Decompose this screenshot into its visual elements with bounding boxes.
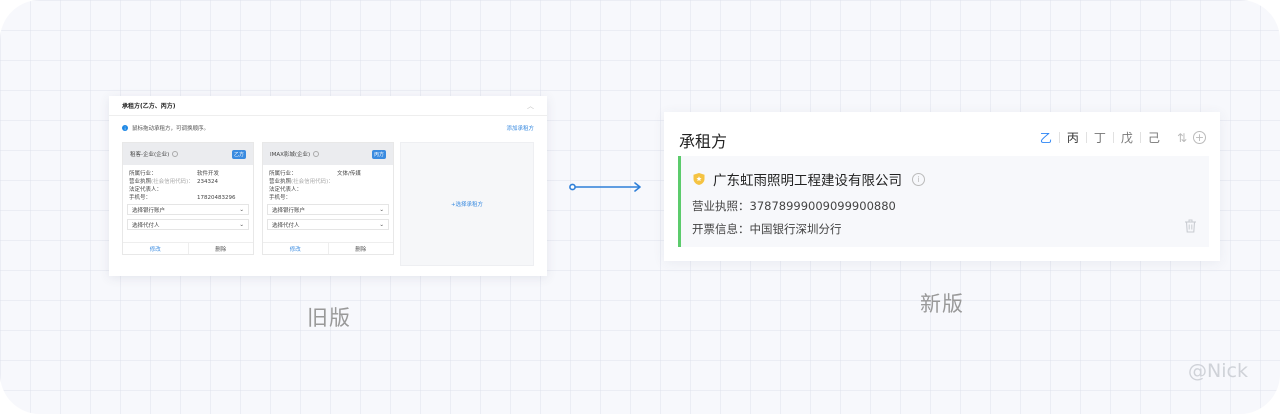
info-row: 法定代表人： xyxy=(269,187,303,193)
invoice-row: 开票信息：中国银行深圳分行 xyxy=(692,221,842,237)
info-icon[interactable]: i xyxy=(912,172,925,186)
old-card-info: 所属行业：软件开发 营业执照(社会信用代码)：234324 法定代表人： 手机号… xyxy=(123,165,253,202)
old-card-header: IMAX影城(企业) 丙方 xyxy=(263,143,393,165)
tab-divider xyxy=(1058,132,1060,143)
payer-select[interactable]: 选择代付人⌄ xyxy=(127,219,249,230)
party-badge: 丙方 xyxy=(371,149,386,159)
edit-button[interactable]: 修改 xyxy=(289,246,301,253)
delete-button[interactable]: 删除 xyxy=(327,243,394,254)
tab-ding[interactable]: 丁 xyxy=(1093,131,1106,145)
old-card-name: 租客-企业(企业) xyxy=(130,152,170,158)
old-card-header: 租客-企业(企业) 乙方 xyxy=(123,143,253,165)
tab-bing[interactable]: 丙 xyxy=(1066,131,1079,145)
license-value: 37878999009099900880 xyxy=(749,199,896,213)
delete-button[interactable]: 删除 xyxy=(187,243,254,254)
info-row: 手机号：17820483296 xyxy=(129,195,236,201)
old-tenant-card[interactable]: 租客-企业(企业) 乙方 所属行业：软件开发 营业执照(社会信用代码)：2343… xyxy=(122,142,254,255)
license-label: 营业执照： xyxy=(692,199,750,213)
old-tenant-panel: 承租方(乙方、丙方) ︿ i 鼠标拖动承租方，可调换顺序。 添加承租方 租客-企… xyxy=(109,96,547,276)
payer-select[interactable]: 选择代付人⌄ xyxy=(267,219,389,230)
shield-star-icon xyxy=(693,173,705,185)
tab-yi[interactable]: 乙 xyxy=(1039,131,1052,145)
new-panel-title: 承租方 xyxy=(679,132,728,151)
info-row: 营业执照(社会信用代码)：234324 xyxy=(129,179,218,185)
tenant-item[interactable]: 广东虹雨照明工程建设有限公司 i 营业执照：378789990090999008… xyxy=(678,156,1209,247)
select-tenant-button[interactable]: +选择承租方 xyxy=(400,142,534,266)
old-version-caption: 旧版 xyxy=(307,306,351,330)
license-row: 营业执照：37878999009099900880 xyxy=(692,198,896,214)
add-tenant-link[interactable]: 添加承租方 xyxy=(506,126,534,132)
party-badge: 乙方 xyxy=(231,149,246,159)
bank-account-select[interactable]: 选择银行账户⌄ xyxy=(127,204,249,215)
trash-icon[interactable] xyxy=(1184,219,1197,233)
author-signature: @Nick xyxy=(1188,360,1248,382)
add-circle-icon[interactable]: + xyxy=(1193,131,1206,144)
info-row: 所属行业：文体/传媒 xyxy=(269,171,361,177)
question-icon xyxy=(313,151,320,157)
question-icon xyxy=(172,151,179,157)
info-row: 所属行业：软件开发 xyxy=(129,171,220,177)
old-tip: i 鼠标拖动承租方，可调换顺序。 xyxy=(122,124,209,132)
chevron-down-icon: ⌄ xyxy=(239,206,244,213)
chevron-up-icon[interactable]: ︿ xyxy=(527,101,534,110)
sort-icon[interactable]: ⇅ xyxy=(1176,130,1187,145)
new-tenant-panel: 承租方 乙 丙 丁 戊 己 ⇅ + 广东虹雨照明工程建设有限公司 i xyxy=(664,112,1220,261)
old-tip-row: i 鼠标拖动承租方，可调换顺序。 添加承租方 xyxy=(109,116,547,140)
tab-wu[interactable]: 戊 xyxy=(1120,131,1133,145)
tab-ji[interactable]: 己 xyxy=(1147,131,1160,145)
old-card-actions: 修改 删除 xyxy=(123,242,253,254)
old-panel-title: 承租方(乙方、丙方) xyxy=(122,103,176,110)
invoice-value: 中国银行深圳分行 xyxy=(749,222,842,236)
bank-account-select[interactable]: 选择银行账户⌄ xyxy=(267,204,389,215)
company-row: 广东虹雨照明工程建设有限公司 i xyxy=(692,169,925,189)
info-row: 手机号： xyxy=(269,195,292,201)
new-version-caption: 新版 xyxy=(920,292,964,316)
old-card-info: 所属行业：文体/传媒 营业执照(社会信用代码)： 法定代表人： 手机号： xyxy=(263,165,393,202)
info-icon: i xyxy=(122,125,128,131)
old-card-name: IMAX影城(企业) xyxy=(270,152,311,158)
info-row: 法定代表人： xyxy=(129,187,163,193)
tab-divider xyxy=(1085,132,1087,143)
tab-divider xyxy=(1112,132,1114,143)
company-name: 广东虹雨照明工程建设有限公司 xyxy=(713,173,902,189)
old-panel-header: 承租方(乙方、丙方) ︿ xyxy=(109,96,547,116)
tab-divider xyxy=(1139,132,1141,143)
info-row: 营业执照(社会信用代码)： xyxy=(269,179,334,185)
chevron-down-icon: ⌄ xyxy=(379,221,384,228)
edit-button[interactable]: 修改 xyxy=(149,246,161,253)
chevron-down-icon: ⌄ xyxy=(379,206,384,213)
invoice-label: 开票信息： xyxy=(692,222,750,236)
old-tip-text: 鼠标拖动承租方，可调换顺序。 xyxy=(132,126,210,132)
old-tenant-card[interactable]: IMAX影城(企业) 丙方 所属行业：文体/传媒 营业执照(社会信用代码)： 法… xyxy=(262,142,394,255)
old-card-actions: 修改 删除 xyxy=(263,242,393,254)
chevron-down-icon: ⌄ xyxy=(239,221,244,228)
arrow-right-icon xyxy=(569,182,641,192)
party-tabs: 乙 丙 丁 戊 己 ⇅ + xyxy=(1033,129,1206,146)
